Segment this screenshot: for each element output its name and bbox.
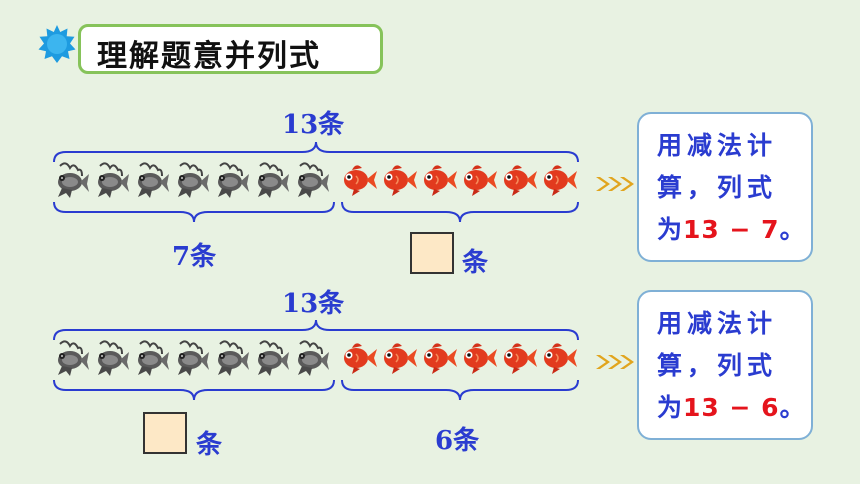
row2-total-brace [53, 319, 579, 341]
red-fish-icon [380, 336, 418, 376]
red-fish-icon [420, 336, 458, 376]
row2-right-label: 6条 [435, 426, 480, 456]
red-fish-icon [540, 158, 578, 198]
red-fish-icon [340, 336, 378, 376]
row2-card-line3: 为13 − 6。 [657, 393, 806, 422]
row2-arrows-icon [596, 355, 634, 369]
red-fish-icon [500, 336, 538, 376]
row1-total-label: 13条 [282, 110, 345, 140]
black-fish-icon [92, 336, 130, 376]
row1-card-line3: 为13 − 7。 [657, 215, 806, 244]
row1-card-line2: 算，列式 [657, 173, 778, 202]
red-fish-icon [500, 158, 538, 198]
black-fish-icon [172, 336, 210, 376]
row1-right-brace [341, 201, 579, 223]
row2-answer-box[interactable] [143, 412, 187, 454]
row2-solution-card: 用减法计 算，列式 为13 − 6。 [637, 290, 813, 440]
row2-card-line1: 用减法计 [657, 309, 778, 338]
row1-solution-card: 用减法计 算，列式 为13 − 7。 [637, 112, 813, 262]
row1-right-label: 条 [462, 248, 489, 278]
black-fish-icon [252, 336, 290, 376]
black-fish-icon [292, 158, 330, 198]
red-fish-icon [340, 158, 378, 198]
row2-left-label: 条 [196, 430, 223, 460]
red-fish-icon [460, 158, 498, 198]
black-fish-icon [92, 158, 130, 198]
title-box: 理解题意并列式 [78, 24, 383, 74]
black-fish-icon [292, 336, 330, 376]
row2-left-brace [53, 379, 335, 401]
black-fish-icon [212, 158, 250, 198]
row1-card-line1: 用减法计 [657, 131, 778, 160]
black-fish-icon [52, 336, 90, 376]
black-fish-icon [212, 336, 250, 376]
row1-total-brace [53, 141, 579, 163]
row1-fish-row [52, 158, 582, 202]
row1-answer-box[interactable] [410, 232, 454, 274]
row2-card-line2: 算，列式 [657, 351, 778, 380]
row2-right-brace [341, 379, 579, 401]
black-fish-icon [52, 158, 90, 198]
red-fish-icon [420, 158, 458, 198]
black-fish-icon [172, 158, 210, 198]
black-fish-icon [132, 336, 170, 376]
black-fish-icon [132, 158, 170, 198]
row1-left-brace [53, 201, 335, 223]
red-fish-icon [540, 336, 578, 376]
page-title: 理解题意并列式 [97, 39, 321, 74]
row1-expression: 13 − 7 [683, 215, 780, 244]
row1-left-label: 7条 [172, 242, 217, 272]
row2-expression: 13 − 6 [683, 393, 780, 422]
row1-arrows-icon [596, 177, 634, 191]
red-fish-icon [460, 336, 498, 376]
row2-total-label: 13条 [282, 289, 345, 319]
black-fish-icon [252, 158, 290, 198]
red-fish-icon [380, 158, 418, 198]
row2-fish-row [52, 336, 582, 380]
starburst-badge-icon [38, 25, 76, 63]
